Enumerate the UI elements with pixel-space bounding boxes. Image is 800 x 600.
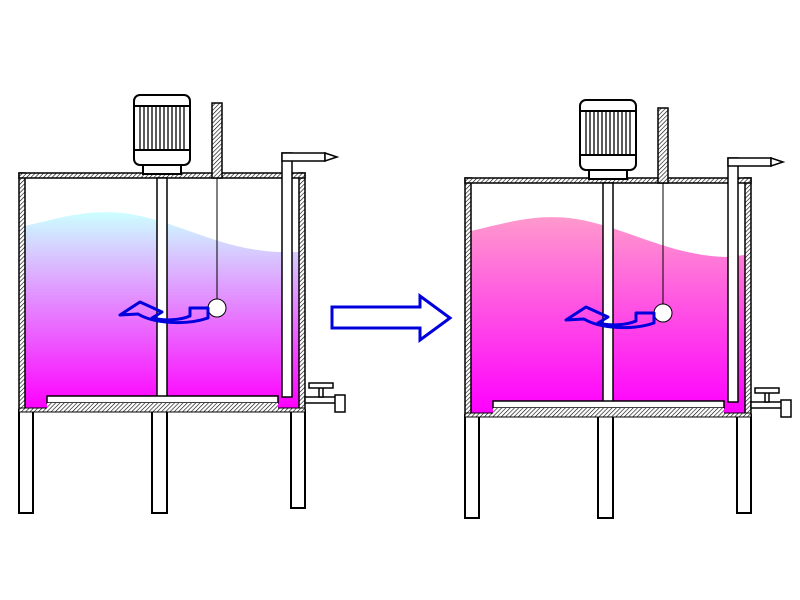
tank-before bbox=[17, 93, 347, 515]
tank-after bbox=[463, 98, 793, 520]
right-arrow-icon bbox=[330, 293, 453, 343]
